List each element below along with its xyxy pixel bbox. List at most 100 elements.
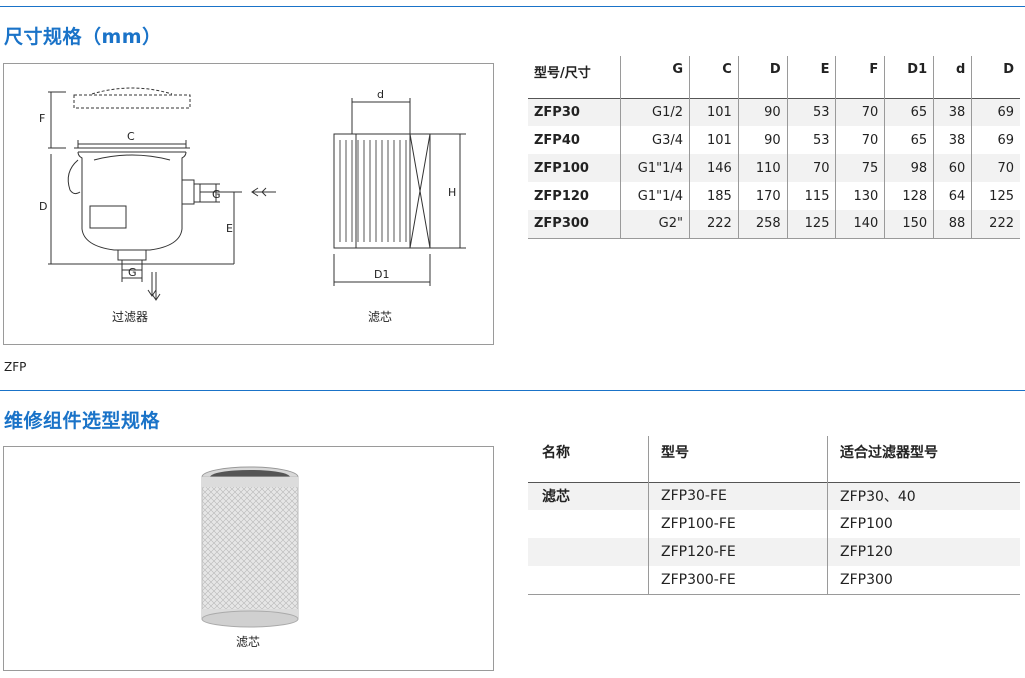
cell-compatible-model: ZFP100: [827, 510, 1020, 538]
kit-table: 名称 型号 适合过滤器型号 滤芯 ZFP30-FE ZFP30、40 ZFP10…: [528, 436, 1020, 595]
cell-D1: 150: [884, 210, 934, 238]
header-model: 型号/尺寸: [534, 66, 591, 81]
cell-F: 75: [835, 154, 885, 182]
table-row: ZFP30 G1/2 101 90 53 70 65 38 69: [528, 98, 1020, 126]
cell-G: G2": [620, 210, 690, 238]
cell-D: 110: [737, 154, 788, 182]
cell-model: ZFP300: [534, 216, 589, 232]
dimension-table-header: 型号/尺寸 G C D E F D1 d D: [528, 56, 1020, 98]
figure-label-element: 滤芯: [368, 310, 393, 324]
table-row: ZFP300-FE ZFP300: [528, 566, 1020, 594]
cell-C: 101: [689, 98, 739, 126]
cell-part-number: ZFP120-FE: [648, 538, 828, 566]
dim-label-G: G: [212, 188, 221, 201]
cell-F: 140: [835, 210, 885, 238]
cell-C: 101: [689, 126, 739, 154]
cell-F: 130: [835, 182, 885, 210]
cell-model: ZFP40: [534, 132, 580, 148]
cell-d: 38: [933, 126, 972, 154]
cell-D1: 65: [884, 98, 934, 126]
cell-D: 258: [737, 210, 788, 238]
dimension-table: 型号/尺寸 G C D E F D1 d D ZFP30 G1/2 101 90…: [528, 56, 1020, 239]
header-name: 名称: [542, 445, 570, 461]
dim-label-G-bottom: G: [128, 266, 137, 279]
filter-element-photo: [201, 466, 299, 628]
cell-E: 53: [786, 126, 836, 154]
figure-label-filter: 过滤器: [112, 310, 149, 324]
header-E: E: [786, 56, 836, 98]
cell-compatible-model: ZFP300: [827, 566, 1020, 594]
header-G: G: [620, 56, 690, 98]
cell-D-element: 70: [971, 154, 1020, 182]
table-row: ZFP40 G3/4 101 90 53 70 65 38 69: [528, 126, 1020, 154]
cell-D: 90: [737, 98, 788, 126]
filter-lid-shape: [73, 94, 191, 109]
header-part-number: 型号: [648, 436, 828, 482]
cell-F: 70: [835, 98, 885, 126]
header-C: C: [689, 56, 739, 98]
cell-G: G1"1/4: [620, 182, 690, 210]
dim-label-d: d: [377, 88, 384, 101]
cell-G: G1"1/4: [620, 154, 690, 182]
section-title-dimensions: 尺寸规格（mm）: [4, 26, 162, 48]
top-rule: [0, 6, 1025, 7]
cell-name: [528, 566, 649, 594]
kit-table-header: 名称 型号 适合过滤器型号: [528, 436, 1020, 482]
table-row: ZFP120 G1"1/4 185 170 115 130 128 64 125: [528, 182, 1020, 210]
header-D-element: D: [971, 56, 1020, 98]
cell-E: 70: [786, 154, 836, 182]
dim-label-D: D: [39, 200, 47, 213]
table-row: ZFP100 G1"1/4 146 110 70 75 98 60 70: [528, 154, 1020, 182]
header-D1: D1: [884, 56, 934, 98]
cell-E: 125: [786, 210, 836, 238]
table-row: 滤芯 ZFP30-FE ZFP30、40: [528, 482, 1020, 510]
dimension-drawing: F C D G E G d H D1: [39, 87, 466, 301]
dim-label-C: C: [127, 130, 135, 143]
cell-d: 88: [933, 210, 972, 238]
cell-F: 70: [835, 126, 885, 154]
cell-D1: 98: [884, 154, 934, 182]
cell-name: [528, 510, 649, 538]
cell-name: 滤芯: [542, 489, 570, 506]
filter-body-shape: [77, 151, 187, 251]
cell-C: 146: [689, 154, 739, 182]
cell-model: ZFP100: [534, 160, 589, 176]
cell-G: G1/2: [620, 98, 690, 126]
figure-caption: ZFP: [4, 360, 27, 374]
header-D: D: [737, 56, 788, 98]
cell-D-element: 222: [971, 210, 1020, 238]
cell-E: 53: [786, 98, 836, 126]
cell-D-element: 69: [971, 126, 1020, 154]
cell-part-number: ZFP300-FE: [648, 566, 828, 594]
cell-C: 222: [689, 210, 739, 238]
cell-D1: 128: [884, 182, 934, 210]
header-d: d: [933, 56, 972, 98]
element-photo-label: 滤芯: [236, 635, 261, 649]
table-row: ZFP120-FE ZFP120: [528, 538, 1020, 566]
cell-G: G3/4: [620, 126, 690, 154]
cell-model: ZFP30: [534, 104, 580, 120]
dim-label-F: F: [39, 112, 45, 125]
cell-D: 170: [737, 182, 788, 210]
cell-d: 38: [933, 98, 972, 126]
table-row: ZFP100-FE ZFP100: [528, 510, 1020, 538]
header-F: F: [835, 56, 885, 98]
cell-D-element: 125: [971, 182, 1020, 210]
cell-name: [528, 538, 649, 566]
cell-compatible-model: ZFP30、40: [827, 482, 1020, 510]
cell-compatible-model: ZFP120: [827, 538, 1020, 566]
cell-d: 64: [933, 182, 972, 210]
cell-E: 115: [786, 182, 836, 210]
cell-d: 60: [933, 154, 972, 182]
dim-label-D1: D1: [374, 268, 389, 281]
cell-D-element: 69: [971, 98, 1020, 126]
section-rule: [0, 390, 1025, 391]
cell-C: 185: [689, 182, 739, 210]
element-photo-figure: 滤芯: [3, 446, 494, 671]
cell-part-number: ZFP30-FE: [648, 482, 828, 510]
dim-label-E: E: [226, 222, 233, 235]
section-title-kits: 维修组件选型规格: [4, 410, 161, 432]
table-row: ZFP300 G2" 222 258 125 140 150 88 222: [528, 210, 1020, 238]
dim-label-H: H: [448, 186, 456, 199]
cell-D1: 65: [884, 126, 934, 154]
